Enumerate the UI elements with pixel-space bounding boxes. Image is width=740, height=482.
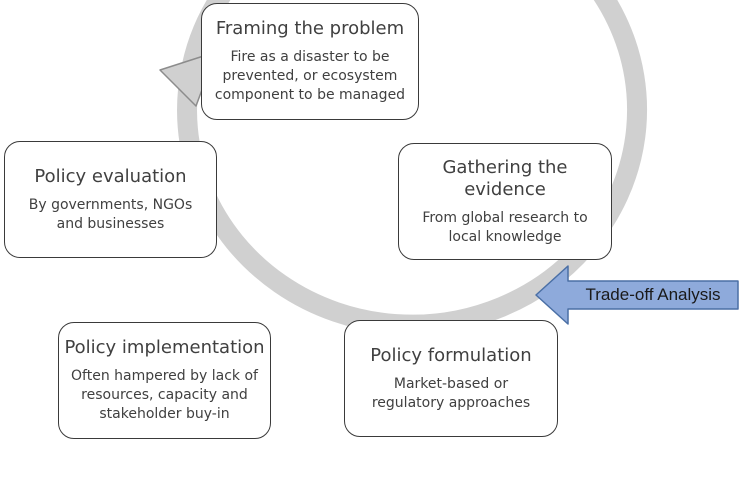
tradeoff-analysis-label: Trade-off Analysis [585,285,721,304]
stage-description: Often hampered by lack of resources, cap… [71,368,258,422]
stage-policy-implementation: Policy implementation Often hampered by … [58,322,271,439]
stage-title: Policy implementation [64,337,265,358]
stage-description: From global research to local knowledge [422,209,588,245]
stage-description: Market-based or regulatory approaches [371,375,531,411]
stage-title: Policy evaluation [34,165,187,187]
stage-policy-evaluation: Policy evaluation By governments, NGOs a… [4,141,217,258]
tradeoff-callout-arrow [535,265,739,325]
stage-framing-the-problem: Framing the problem Fire as a disaster t… [201,3,419,120]
stage-description: By governments, NGOs and businesses [28,196,193,232]
cycle-ring [177,0,648,335]
stage-description: Fire as a disaster to be prevented, or e… [214,49,406,103]
stage-policy-formulation: Policy formulation Market-based or regul… [344,320,558,437]
stage-title: Framing the problem [215,18,405,39]
stage-title: Policy formulation [370,344,532,366]
stage-gathering-the-evidence: Gathering the evidence From global resea… [398,143,612,260]
stage-title: Gathering the evidence [442,156,568,200]
